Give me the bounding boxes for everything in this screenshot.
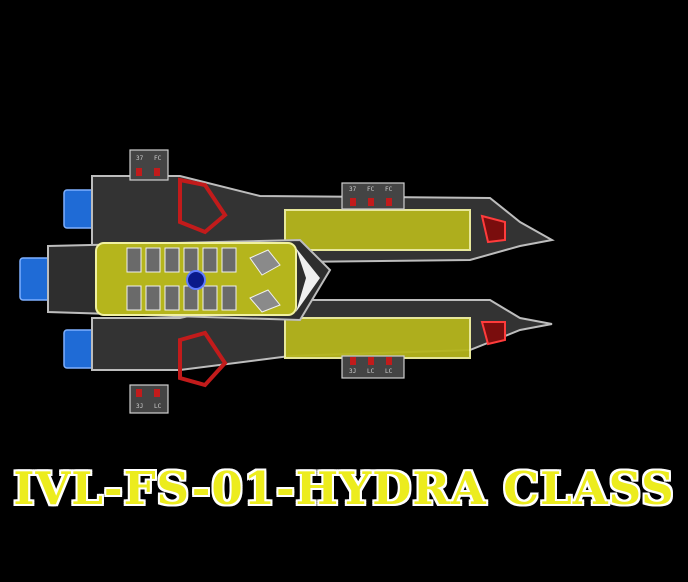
- svg-text:3J: 3J: [349, 368, 356, 375]
- svg-text:FC: FC: [385, 186, 393, 193]
- central-body: [47, 238, 332, 322]
- svg-text:FC: FC: [367, 186, 375, 193]
- med-pods: [249, 249, 281, 313]
- bow-chevron: [296, 248, 320, 312]
- svg-text:FC: FC: [154, 155, 162, 162]
- svg-text:LC: LC: [367, 368, 375, 375]
- shield-core: [186, 270, 206, 290]
- svg-text:LC: LC: [154, 403, 162, 410]
- engine-bottom: [63, 329, 95, 369]
- svg-text:37: 37: [349, 186, 357, 193]
- upper-wing-room-strip: [284, 209, 471, 251]
- ship-sprite: 37 FC 37 FC FC 3J LC 3J LC LC: [19, 149, 555, 414]
- lower-wing-room-strip: [284, 317, 471, 359]
- svg-text:37: 37: [136, 155, 144, 162]
- svg-text:3J: 3J: [136, 403, 143, 410]
- crew-bunks: [126, 247, 237, 311]
- hull-markings: 37 FC 37 FC FC 3J LC 3J LC LC: [136, 155, 393, 410]
- engine-top: [63, 189, 95, 229]
- svg-text:LC: LC: [385, 368, 393, 375]
- ship-class-title: IVL-FS-01-HYDRA CLASS: [13, 462, 675, 515]
- engine-mid: [19, 257, 51, 301]
